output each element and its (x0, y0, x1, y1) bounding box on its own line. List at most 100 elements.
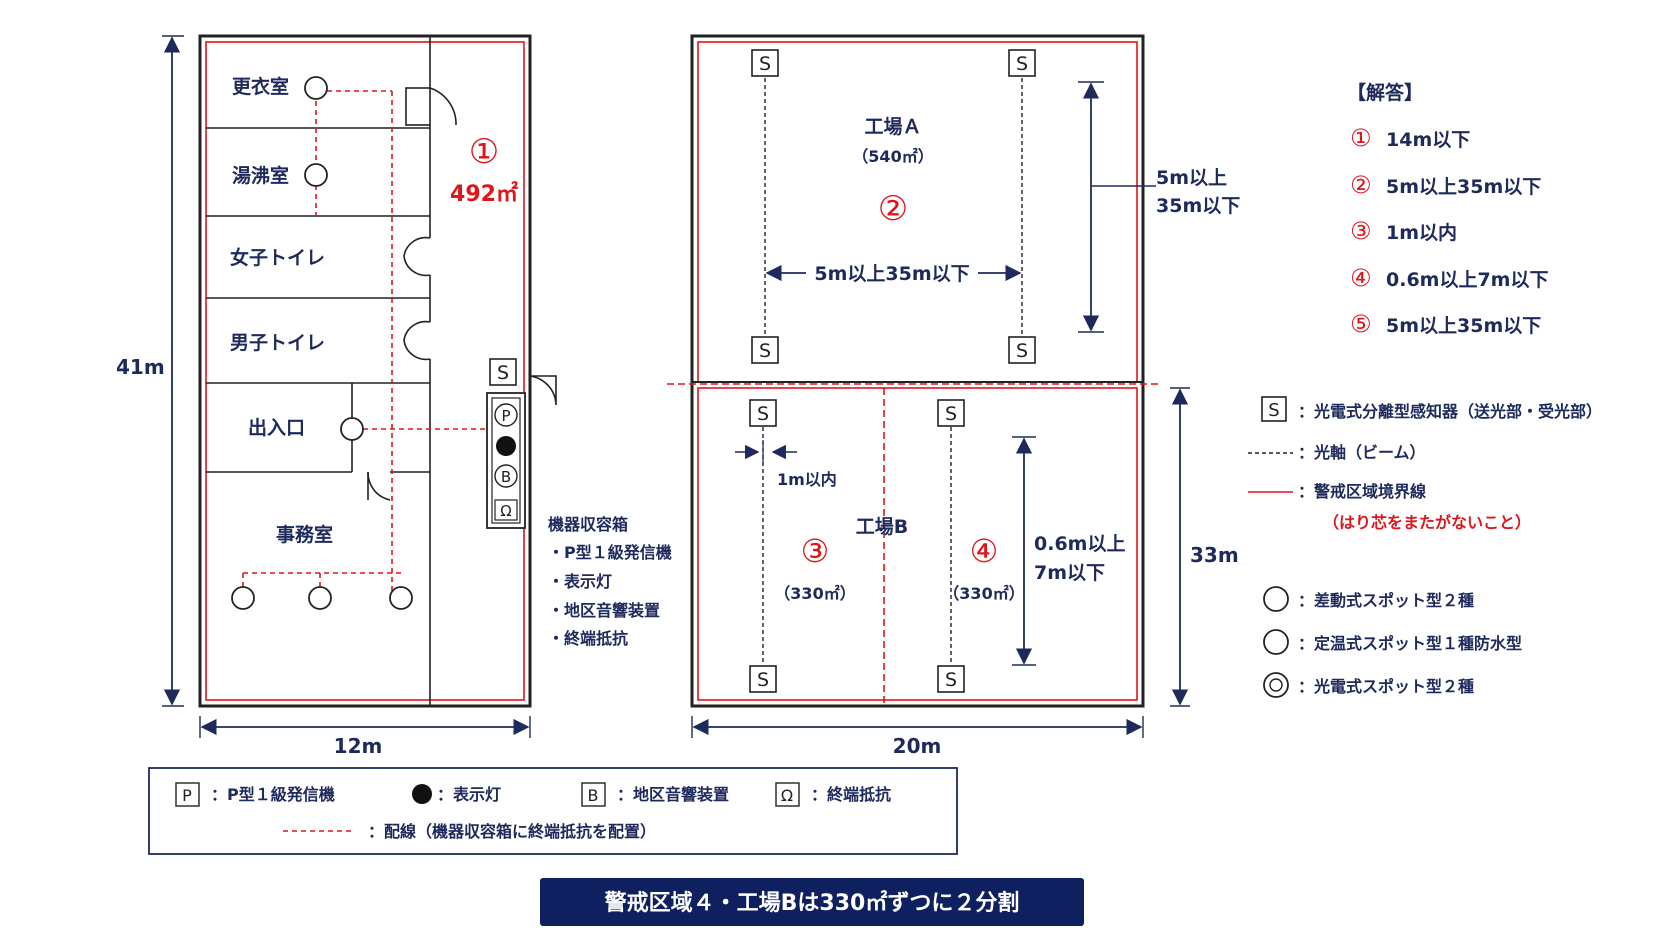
room-label-mens-toilet: 男子トイレ (230, 332, 325, 354)
beam-height-label-2: 7m以下 (1034, 562, 1105, 584)
room-label-womens-toilet: 女子トイレ (230, 246, 325, 269)
room-label-kitchenette: 湯沸室 (232, 164, 289, 187)
room-label-entrance: 出入口 (248, 416, 305, 439)
detector-entrance (340, 417, 364, 441)
legend-boundary-text: ：警戒区域境界線 (1298, 482, 1426, 501)
equipment-item-4: ・終端抵抗 (548, 629, 628, 648)
svg-text:S: S (757, 669, 769, 691)
summary-banner: 警戒区域４・工場Bは330㎡ずつに２分割 (540, 878, 1084, 926)
svg-text:S: S (757, 403, 769, 425)
answer-2-text: 5m以上35m以下 (1386, 176, 1541, 198)
sensor-b3: S (749, 665, 777, 693)
equipment-item-1: ・P型１級発信機 (548, 543, 672, 562)
zone4-number: ④ (970, 532, 999, 570)
left-height-dim: 41m (116, 355, 165, 379)
sensor-a4: S (1008, 336, 1036, 364)
detector-office-3 (389, 586, 413, 610)
bottom-legend-box (148, 767, 958, 855)
bottom-legend: P ：P型１級発信機 ：表示灯 B ：地区音響装置 Ω ：終端抵抗 ：配線（機器… (148, 767, 958, 855)
detector-changing-room (304, 76, 328, 100)
svg-text:S: S (759, 340, 771, 362)
legend-omega-symbol: Ω (781, 786, 793, 805)
indicator-lamp-icon (496, 436, 516, 456)
answer-2-no: ② (1350, 171, 1372, 199)
zone2-number: ② (878, 189, 908, 229)
differential-detector-icon (1263, 586, 1289, 612)
right-legend: S ：光電式分離型感知器（送光部・受光部） ：光軸（ビーム） ：警戒区域境界線 … (1248, 396, 1602, 698)
zone1-area: 492㎡ (450, 181, 518, 207)
room-walls (206, 36, 557, 706)
equipment-box: S P B Ω (486, 358, 526, 529)
legend-b-symbol: B (588, 786, 599, 805)
svg-text:S: S (945, 403, 957, 425)
legend-wiring-text: ：配線（機器収容箱に終端抵抗を配置） (368, 822, 656, 841)
sensor-a1: S (751, 49, 779, 77)
zone4-area: （330㎡） (943, 584, 1024, 603)
answer-3-text: 1m以内 (1386, 221, 1457, 244)
legend-diff-text: ：差動式スポット型２種 (1298, 591, 1474, 610)
right-width-dim: 20m (893, 734, 942, 758)
answer-1-text: 14m以下 (1386, 129, 1470, 151)
beam-height-label-1: 0.6m以上 (1034, 533, 1125, 555)
answer-5-no: ⑤ (1350, 310, 1372, 338)
zone1-boundary (205, 41, 525, 701)
left-width-dim: 12m (334, 734, 383, 758)
legend-lamp-icon (412, 784, 432, 804)
summary-banner-text: 警戒区域４・工場Bは330㎡ずつに２分割 (604, 890, 1020, 916)
factory-a-area: （540㎡） (852, 147, 933, 166)
box-s-symbol: S (497, 362, 509, 384)
answer-3-no: ③ (1350, 217, 1372, 245)
beam-distance-label-1: 5m以上 (1156, 167, 1227, 189)
detector-kitchenette (304, 163, 328, 187)
detector-office-1 (231, 586, 255, 610)
box-omega-symbol: Ω (500, 502, 511, 520)
box-b-symbol: B (501, 468, 511, 486)
answer-4-text: 0.6m以上7m以下 (1386, 269, 1548, 291)
equipment-item-3: ・地区音響装置 (548, 601, 660, 620)
legend-boundary-note: （はり芯をまたがないこと） (1323, 513, 1531, 532)
beam-distance-label-2: 35m以下 (1156, 195, 1240, 217)
zone3-number: ③ (801, 532, 830, 570)
sensor-b2: S (937, 399, 965, 427)
svg-text:S: S (945, 669, 957, 691)
beam-spacing-label: 5m以上35m以下 (814, 263, 969, 285)
wall-distance-label: 1m以内 (777, 470, 837, 489)
legend-lamp-text: ：表示灯 (437, 785, 501, 804)
room-label-office: 事務室 (276, 523, 333, 546)
factory-a-label: 工場Ａ (864, 116, 921, 138)
legend-s-symbol: S (1268, 400, 1279, 421)
svg-text:S: S (1016, 340, 1028, 362)
zone34-boundary (697, 387, 1138, 701)
factory-b-label: 工場B (856, 516, 908, 538)
left-floor-plan: 更衣室 湯沸室 女子トイレ 男子トイレ 出入口 事務室 ① 492㎡ (116, 34, 672, 758)
answer-1-no: ① (1350, 124, 1372, 152)
room-label-changing: 更衣室 (232, 75, 289, 98)
optical-beams (762, 78, 1023, 665)
legend-photo-text: ：光電式スポット型２種 (1298, 677, 1474, 696)
answer-4-no: ④ (1350, 264, 1372, 292)
sensor-b4: S (937, 665, 965, 693)
sensor-a2: S (1008, 49, 1036, 77)
legend-beam-text: ：光軸（ビーム） (1298, 443, 1426, 462)
sensor-b1: S (749, 399, 777, 427)
right-floor-plan: S S S S S S S S 工場Ａ （540㎡） ② 5m以上35m以下 5… (667, 34, 1240, 758)
right-height-dim: 33m (1190, 543, 1239, 567)
equipment-item-2: ・表示灯 (548, 572, 612, 591)
legend-omega-text: ：終端抵抗 (811, 785, 891, 804)
detector-office-2 (308, 586, 332, 610)
legend-b-text: ：地区音響装置 (617, 785, 729, 804)
fixed-temp-detector-icon (1263, 629, 1289, 655)
answers-title: 【解答】 (1347, 81, 1423, 104)
answers-panel: 【解答】 ① 14m以下 ② 5m以上35m以下 ③ 1m以内 ④ 0.6m以上… (1347, 81, 1548, 338)
legend-s-text: ：光電式分離型感知器（送光部・受光部） (1298, 402, 1602, 421)
separated-sensors: S S S S S S S S (749, 49, 1036, 693)
box-p-symbol: P (501, 407, 510, 425)
equipment-box-title: 機器収容箱 (548, 515, 628, 534)
answer-5-text: 5m以上35m以下 (1386, 315, 1541, 337)
svg-text:S: S (1016, 53, 1028, 75)
legend-fixed-text: ：定温式スポット型１種防水型 (1298, 634, 1522, 653)
sensor-a3: S (751, 336, 779, 364)
right-building-outline (690, 34, 1145, 708)
zone2-boundary (697, 41, 1138, 383)
legend-p-symbol: P (182, 786, 192, 805)
